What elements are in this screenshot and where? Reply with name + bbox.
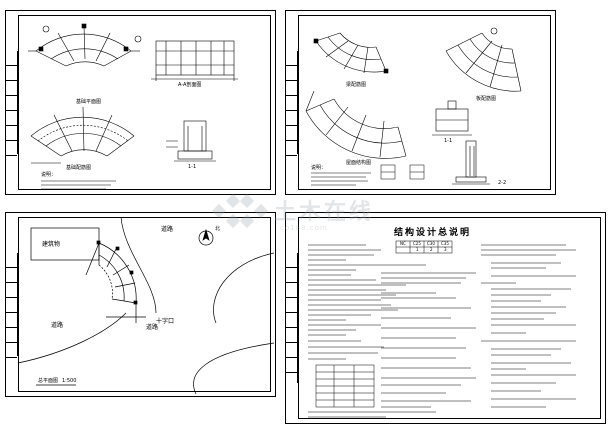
drawing-sheet-top-right: 梁配筋图 板配筋图 屋面结构图 1-1 2-2 说明： — [285, 10, 556, 195]
drawing-sheet-bottom-left: 建筑物 道路 道路 道路 十字口 北 总平面图 1:500 — [5, 212, 276, 397]
label-det-a: 1-1 — [444, 138, 453, 144]
site-plan — [17, 216, 275, 395]
fan-plan-d — [445, 27, 522, 92]
drawing-sheet-top-left: 基础平面图 A-A剖面图 基础配筋图 1-1 说明： — [5, 10, 276, 195]
text-column-left — [308, 244, 426, 360]
drawing-frame — [18, 217, 271, 392]
table-header-1: NC — [400, 241, 406, 246]
drawing-sheet-bottom-right: 结构设计总说明 — [285, 212, 606, 424]
structural-drawings — [28, 23, 238, 190]
detail-section-b — [452, 140, 490, 185]
fan-plan-a — [28, 23, 142, 67]
drawing-frame — [298, 15, 551, 190]
title-strip — [6, 51, 18, 156]
label-building: 建筑物 — [42, 241, 61, 248]
label-scale: 1:500 — [62, 378, 77, 384]
structural-drawings — [305, 27, 522, 186]
detail-section-a — [432, 100, 472, 136]
table-header-3: C30 — [427, 241, 435, 246]
drawing-frame — [298, 217, 601, 419]
label-plan-b: 基础配筋图 — [66, 165, 92, 171]
label-crossing: 十字口 — [156, 318, 175, 325]
label-road-left: 道路 — [51, 322, 64, 329]
label-road-top: 道路 — [161, 226, 174, 233]
table-header-4: C35 — [441, 241, 449, 246]
drawing-frame — [18, 15, 271, 190]
section-elevation — [151, 40, 238, 81]
fan-plan-b — [30, 106, 135, 164]
table-cell-1: 1 — [416, 247, 419, 252]
title-strip — [286, 253, 298, 383]
label-north: 北 — [215, 226, 221, 232]
label-detail: 1-1 — [188, 164, 197, 170]
notes-lines — [41, 180, 116, 190]
fan-plan-e — [305, 90, 407, 159]
label-arc-c: 屋面结构图 — [346, 160, 372, 166]
text-column-right — [481, 244, 576, 408]
label-road-right: 道路 — [146, 324, 159, 331]
notes-drawing — [308, 240, 576, 418]
title-strip — [286, 51, 298, 156]
text-column-middle — [381, 272, 476, 408]
detail-small — [380, 164, 425, 180]
table-cell-2: 2 — [430, 247, 433, 252]
notes-lines — [311, 172, 371, 186]
label-arc-a: 梁配筋图 — [346, 82, 367, 88]
fan-building — [85, 240, 146, 323]
label-arc-b: 板配筋图 — [476, 96, 497, 102]
label-section: A-A剖面图 — [178, 82, 202, 88]
label-notes: 说明： — [311, 165, 327, 171]
label-det-b: 2-2 — [498, 180, 507, 186]
title-strip — [6, 253, 18, 358]
sheet-title: 结构设计总说明 — [394, 228, 472, 238]
north-arrow — [198, 228, 214, 246]
fan-plan-c — [313, 32, 389, 74]
label-notes: 说明： — [41, 172, 57, 178]
table-cell-3: 3 — [444, 247, 447, 252]
label-plan-title: 总平面图 — [38, 378, 59, 384]
foundation-detail — [166, 120, 216, 162]
table-header-2: C25 — [413, 241, 421, 246]
label-plan-a: 基础平面图 — [76, 99, 102, 105]
